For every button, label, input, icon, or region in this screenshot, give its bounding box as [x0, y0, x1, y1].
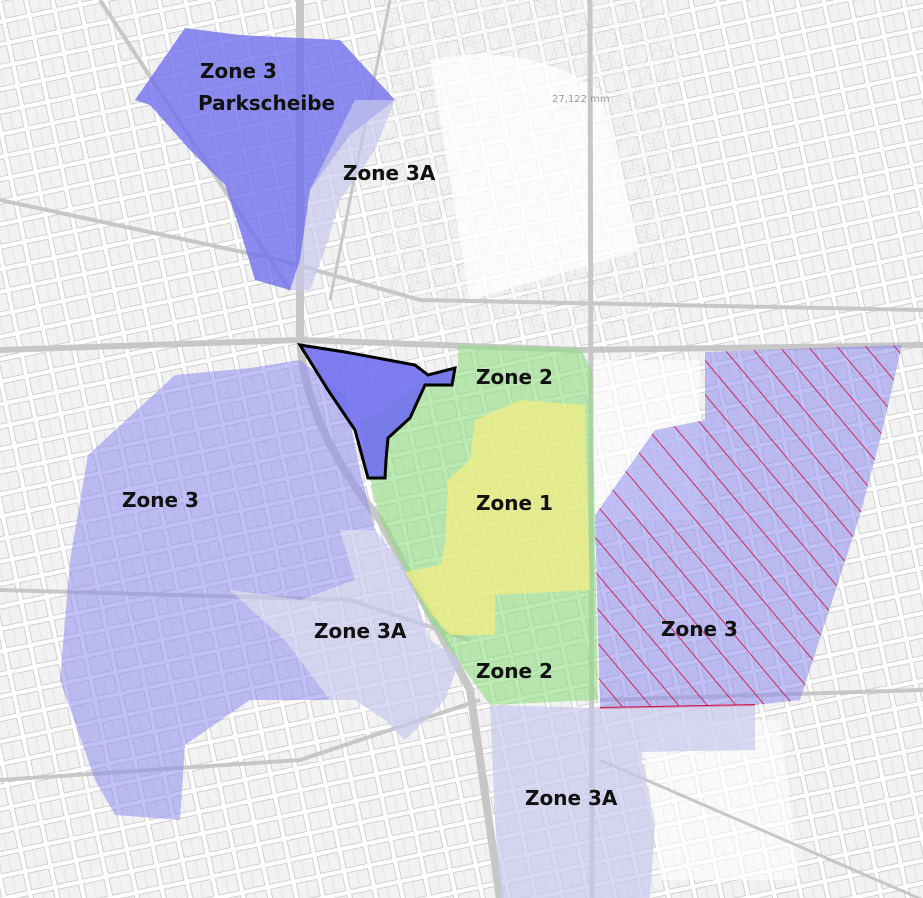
- zone-3-parkscheibe-pocket-outline: [296, 343, 457, 480]
- zone-3a-center: [230, 530, 460, 740]
- label-zone-2-south: Zone 2: [476, 659, 553, 683]
- label-zone-2-north: Zone 2: [476, 365, 553, 389]
- label-zone-3a-north: Zone 3A: [343, 161, 436, 185]
- label-zone-3a-center: Zone 3A: [314, 619, 407, 643]
- zone-3-east-hatching: [595, 345, 902, 708]
- road-east-west: [0, 336, 923, 354]
- zone-3a-north: [290, 100, 395, 290]
- zone-3-parkscheibe-pocket: [300, 345, 455, 478]
- label-zone-3a-south: Zone 3A: [525, 786, 618, 810]
- label-zone-1: Zone 1: [476, 491, 553, 515]
- zone-3-west: [60, 360, 375, 820]
- park-south: [640, 720, 800, 880]
- label-zone-3-east: Zone 3: [661, 617, 738, 641]
- zone-3a-south: [490, 705, 755, 898]
- scale-readout: 27,122 mm: [552, 94, 610, 105]
- zone-1: [405, 400, 590, 635]
- label-zone-3-parkscheibe-line2: Parkscheibe: [198, 91, 335, 115]
- road-north: [0, 198, 923, 312]
- label-zone-3-parkscheibe-line1: Zone 3: [200, 59, 277, 83]
- open-area-north: [430, 54, 640, 301]
- road-southeast: [599, 758, 923, 898]
- label-zone-3-west: Zone 3: [122, 488, 199, 512]
- zone-3-parkscheibe-north: [135, 28, 395, 290]
